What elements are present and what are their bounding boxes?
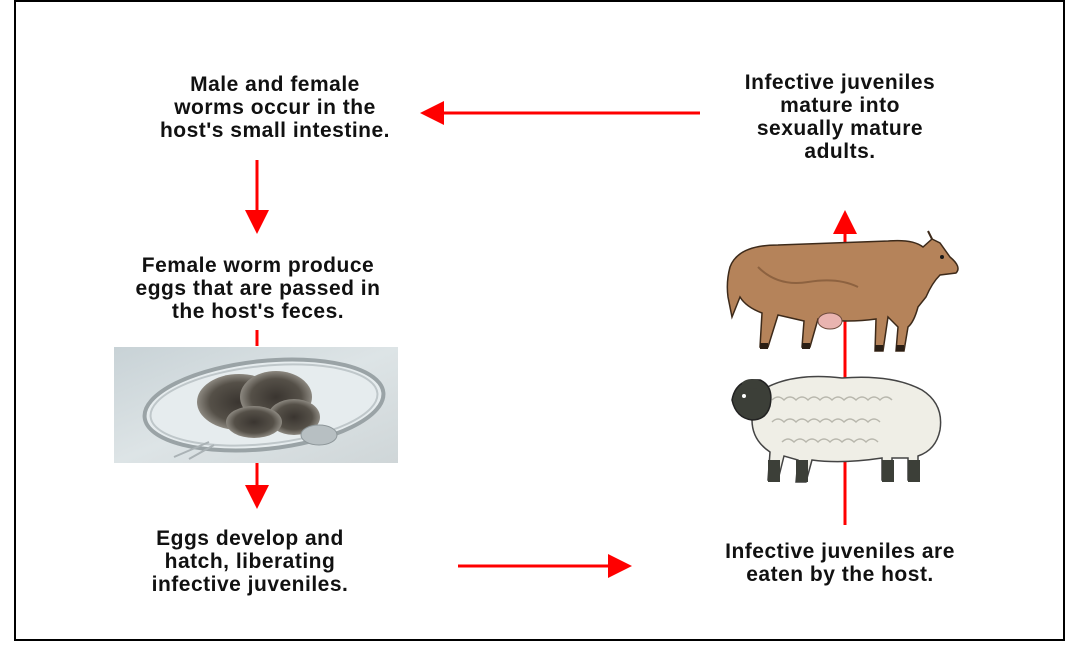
- stage-label-mature: Infective juveniles mature into sexually…: [650, 71, 1030, 163]
- cow-illustration: [718, 227, 968, 355]
- stage-label-hatch: Eggs develop and hatch, liberating infec…: [80, 527, 420, 596]
- stage-label-eaten: Infective juveniles are eaten by the hos…: [650, 540, 1030, 586]
- stage-label-eggs: Female worm produce eggs that are passed…: [58, 254, 458, 323]
- stage-label-adults: Male and female worms occur in the host'…: [90, 73, 460, 142]
- sheep-illustration: [722, 360, 958, 490]
- egg-micrograph: [114, 347, 398, 463]
